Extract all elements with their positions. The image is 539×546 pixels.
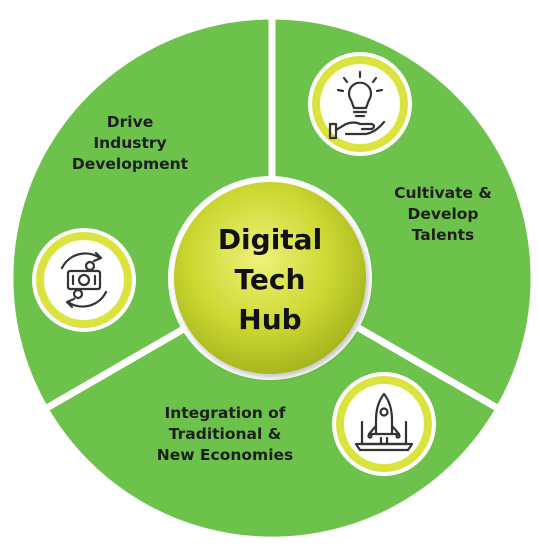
segment-label-drive-industry: Drive Industry Development — [45, 112, 215, 175]
lightbulb-hand-icon — [308, 52, 412, 156]
hub-title: Digital Tech Hub — [200, 220, 340, 340]
label-line: Talents — [411, 226, 475, 244]
label-line: Develop — [407, 205, 479, 223]
segment-label-integration-economies: Integration of Traditional & New Economi… — [140, 403, 310, 466]
label-line: Industry — [93, 134, 167, 152]
segment-label-cultivate-talents: Cultivate & Develop Talents — [368, 183, 518, 246]
hub-circle — [174, 182, 366, 374]
rocket-laptop-icon — [332, 372, 436, 476]
label-line: Cultivate & — [394, 184, 492, 202]
hub-title-line: Tech — [234, 263, 306, 296]
currency-exchange-icon — [32, 228, 136, 332]
label-line: Traditional & — [168, 425, 282, 443]
hub-title-line: Hub — [238, 303, 302, 336]
label-line: Integration of — [164, 404, 286, 422]
hub-title-line: Digital — [217, 223, 323, 256]
label-line: Development — [71, 155, 189, 173]
label-line: Drive — [106, 113, 154, 131]
label-line: New Economies — [156, 446, 294, 464]
